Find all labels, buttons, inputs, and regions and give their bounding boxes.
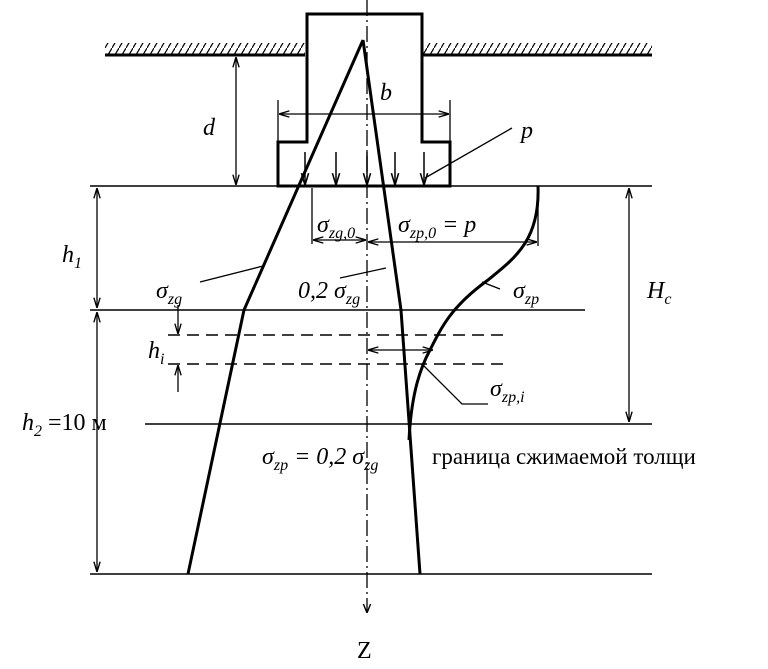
- label-bc-sigma1: σ: [262, 444, 275, 470]
- label-sigma-zp: σzp: [513, 278, 539, 308]
- label-sigma-zg0-sub: zg,0: [328, 225, 355, 242]
- label-b: b: [380, 80, 392, 106]
- label-bc-sub2: zg: [363, 457, 378, 474]
- leader-lines: [199, 127, 513, 405]
- label-bc-sigma2: σ: [352, 444, 365, 470]
- label-h2: h2 =10 м: [22, 410, 107, 440]
- label-hi-main: h: [148, 338, 160, 364]
- label-Hc-main: H: [646, 278, 666, 304]
- label-boundary-text: граница сжимаемой толщи: [432, 444, 696, 469]
- label-h1-main: h: [62, 242, 74, 268]
- label-sigma-zg0: σzg,0: [317, 212, 355, 242]
- label-sigma-zpi-sigma: σ: [490, 376, 503, 402]
- label-sigma-zg-sub: zg: [167, 291, 182, 308]
- label-point2-coef: 0,2: [298, 278, 334, 304]
- label-sigma-zg-sigma: σ: [156, 278, 169, 304]
- label-h2-value: =10 м: [42, 410, 107, 436]
- dimension-sigma-zg0: [311, 188, 365, 244]
- label-Hc-sub: c: [664, 291, 671, 308]
- label-sigma-zp0-sigma: σ: [398, 212, 411, 238]
- label-point2-sigma: σ: [334, 278, 347, 304]
- layer-hi-dashed: [168, 334, 505, 365]
- label-h2-main: h: [22, 410, 34, 436]
- label-hi-sub: i: [160, 351, 164, 368]
- layer-lines: [90, 185, 652, 575]
- pressure-arrows: [305, 152, 424, 184]
- label-sigma-zp-sigma: σ: [513, 278, 526, 304]
- dimension-sigma-zp0: [369, 188, 539, 246]
- label-h2-sub: 2: [34, 423, 42, 440]
- label-sigma-zg0-sigma: σ: [317, 212, 330, 238]
- label-sigma-zp-sub: zp: [524, 291, 539, 308]
- label-d: d: [203, 115, 216, 141]
- label-sigma-zpi-sub: zp,i: [501, 389, 525, 406]
- label-p: p: [519, 118, 533, 144]
- label-point2-sigma-zg: 0,2 σzg: [298, 278, 360, 308]
- label-sigma-zpi: σzp,i: [490, 376, 525, 406]
- label-sigma-zp0-eq: = p: [436, 212, 476, 238]
- label-point2-sub: zg: [345, 291, 360, 308]
- ground-surface: [105, 43, 652, 57]
- label-bc-sub1: zp: [273, 457, 288, 474]
- point2-sigma-zg-line: [361, 39, 422, 575]
- label-h1: h1: [62, 242, 82, 272]
- label-boundary-condition: σzp = 0,2 σzg: [262, 444, 378, 474]
- label-sigma-zp0: σzp,0 = p: [398, 212, 476, 242]
- label-axis-z: Z: [357, 638, 372, 664]
- label-bc-eq: = 0,2: [288, 444, 352, 470]
- sigma-zg-line: [186, 39, 365, 575]
- label-hi: hi: [148, 338, 164, 368]
- label-sigma-zp0-sub: zp,0: [409, 225, 436, 242]
- label-Hc: Hc: [646, 278, 671, 308]
- dimension-b: [277, 100, 451, 142]
- label-sigma-zg: σzg: [156, 278, 182, 308]
- label-h1-sub: 1: [74, 255, 82, 272]
